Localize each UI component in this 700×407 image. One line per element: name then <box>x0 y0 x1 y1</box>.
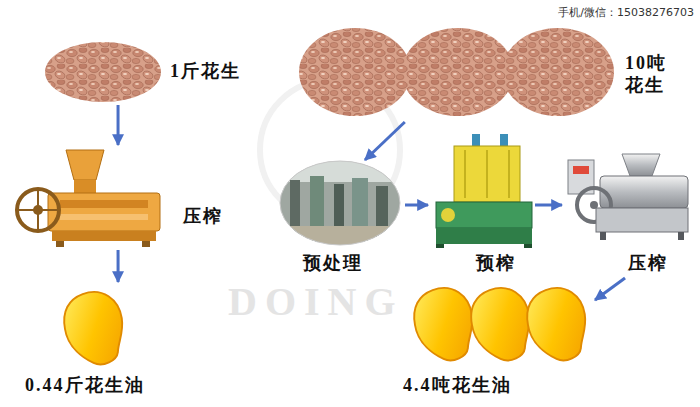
flow-arrow <box>365 122 405 160</box>
stage-label: 4.4吨花生油 <box>403 374 512 396</box>
raw-peanuts: 10吨 花生 <box>295 22 690 122</box>
stage-label: 1斤花生 <box>170 60 241 82</box>
stage-label: 0.44斤花生油 <box>25 374 145 396</box>
watermark: DOING <box>228 278 404 325</box>
stage-label: 预榨 <box>476 252 516 274</box>
flow-arrow <box>535 203 562 206</box>
stage-label: 预处理 <box>303 252 363 274</box>
prepress-machine: 预榨 <box>428 130 535 278</box>
flow-arrow <box>117 105 120 145</box>
press-machine: 压榨 <box>562 145 695 278</box>
stage-label: 10吨 花生 <box>625 52 681 96</box>
oil-output: 0.44斤花生油 <box>20 282 215 400</box>
stage-label: 压榨 <box>628 252 668 274</box>
contact-note: 手机/微信：15038276703 <box>558 5 694 20</box>
press-machine: 压榨 <box>15 145 240 250</box>
flow-arrow <box>595 278 625 300</box>
pretreatment: 预处理 <box>275 160 405 278</box>
raw-peanuts: 1斤花生 <box>40 40 255 105</box>
stage-label: 压榨 <box>183 205 223 227</box>
flow-arrow <box>117 250 120 282</box>
oil-output: 4.4吨花生油 <box>395 280 595 402</box>
flow-arrow <box>405 203 428 206</box>
